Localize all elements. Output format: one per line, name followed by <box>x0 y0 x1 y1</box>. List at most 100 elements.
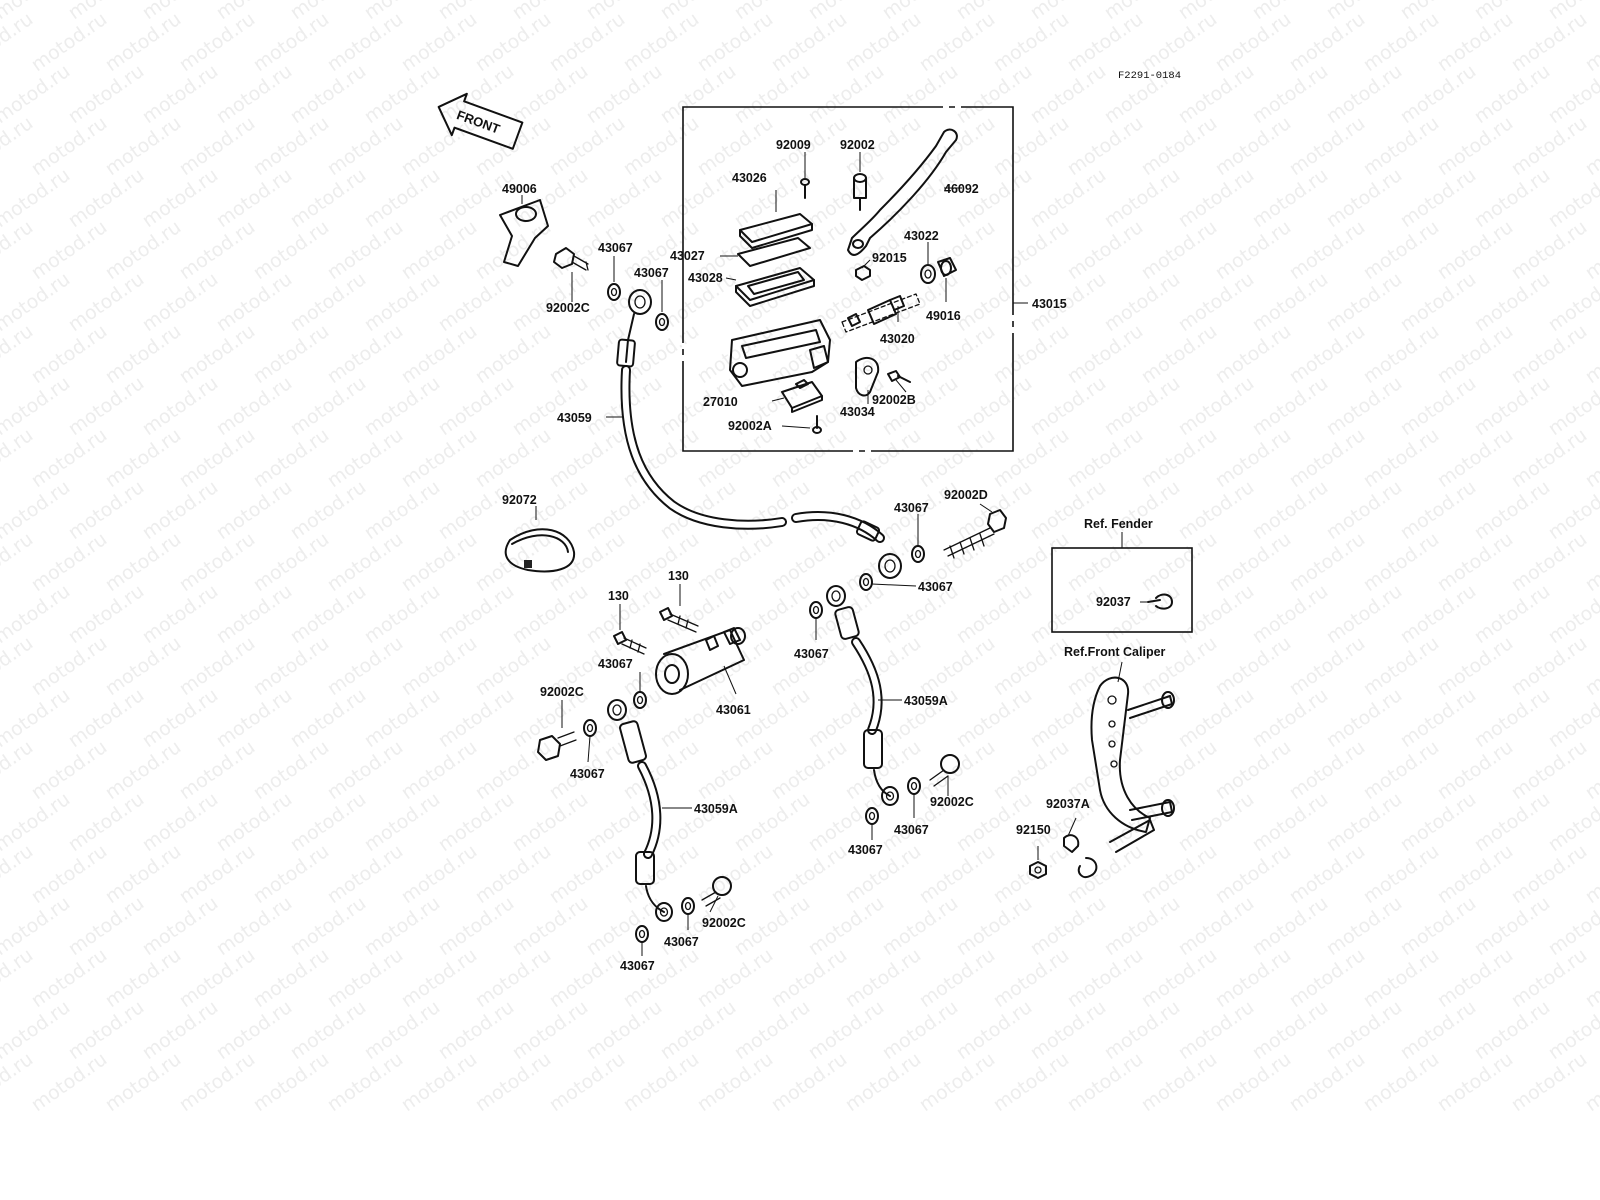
watermark-text: motod.ru <box>1100 372 1184 440</box>
part-43059-banjo-top <box>628 289 652 315</box>
label-ref-front-caliper: Ref.Front Caliper <box>1064 645 1166 659</box>
watermark-text: motod.ru <box>1211 944 1295 1012</box>
watermark-text: motod.ru <box>1322 476 1406 544</box>
watermark-text: motod.ru <box>27 840 111 908</box>
watermark-text: motod.ru <box>397 320 481 388</box>
watermark-text: motod.ru <box>619 1048 703 1116</box>
watermark-text: motod.ru <box>397 632 481 700</box>
watermark-text: motod.ru <box>545 8 629 76</box>
watermark-text: motod.ru <box>878 996 962 1064</box>
label-92002c-d: 92002C <box>702 916 746 930</box>
watermark-layer: motod.rumotod.rumotod.rumotod.rumotod.ru… <box>0 0 1600 1116</box>
watermark-text: motod.ru <box>286 580 370 648</box>
watermark-text: motod.ru <box>1174 268 1258 336</box>
watermark-text: motod.ru <box>360 268 444 336</box>
watermark-text: motod.ru <box>471 736 555 804</box>
watermark-text: motod.ru <box>1285 1048 1369 1116</box>
watermark-text: motod.ru <box>249 944 333 1012</box>
watermark-text: motod.ru <box>175 216 259 284</box>
watermark-text: motod.ru <box>175 528 259 596</box>
label-43067-j: 43067 <box>664 935 699 949</box>
watermark-text: motod.ru <box>1322 268 1406 336</box>
part-92002c-banjo-bolt-top <box>553 247 589 271</box>
watermark-text: motod.ru <box>582 996 666 1064</box>
watermark-text: motod.ru <box>323 424 407 492</box>
watermark-text: motod.ru <box>64 268 148 336</box>
watermark-text: motod.ru <box>1026 164 1110 232</box>
watermark-text: motod.ru <box>175 736 259 804</box>
watermark-text: motod.ru <box>1174 60 1258 128</box>
watermark-text: motod.ru <box>767 1048 851 1116</box>
watermark-text: motod.ru <box>1396 580 1480 648</box>
watermark-text: motod.ru <box>1211 840 1295 908</box>
label-43026: 43026 <box>732 171 767 185</box>
part-92002b-bolt <box>887 370 911 383</box>
part-92037-clip <box>1147 593 1173 610</box>
watermark-text: motod.ru <box>249 8 333 76</box>
part-front-caliper-bracket <box>1090 676 1175 853</box>
watermark-text: motod.ru <box>1433 8 1517 76</box>
watermark-text: motod.ru <box>323 632 407 700</box>
label-43020: 43020 <box>880 332 915 346</box>
watermark-text: motod.ru <box>1433 528 1517 596</box>
watermark-text: motod.ru <box>360 60 444 128</box>
part-43067-washer-top-right <box>655 313 669 331</box>
watermark-text: motod.ru <box>1507 112 1591 180</box>
watermark-text: motod.ru <box>545 112 629 180</box>
diagram-code: F2291-0184 <box>1118 70 1181 82</box>
watermark-text: motod.ru <box>286 788 370 856</box>
part-master-cylinder-body <box>729 319 831 387</box>
watermark-text: motod.ru <box>915 8 999 76</box>
watermark-text: motod.ru <box>915 840 999 908</box>
leader-lines <box>521 152 1148 956</box>
part-43061-joint <box>655 627 746 695</box>
watermark-text: motod.ru <box>1322 60 1406 128</box>
watermark-text: motod.ru <box>1470 60 1554 128</box>
watermark-text: motod.ru <box>212 164 296 232</box>
watermark-text: motod.ru <box>1507 320 1591 388</box>
watermark-text: motod.ru <box>1396 476 1480 544</box>
watermark-text: motod.ru <box>286 372 370 440</box>
watermark-text: motod.ru <box>471 320 555 388</box>
watermark-text: motod.ru <box>1026 684 1110 752</box>
watermark-text: motod.ru <box>64 580 148 648</box>
watermark-text: motod.ru <box>619 736 703 804</box>
watermark-text: motod.ru <box>397 424 481 492</box>
watermark-text: motod.ru <box>730 684 814 752</box>
label-43067-f: 43067 <box>794 647 829 661</box>
watermark-text: motod.ru <box>1211 112 1295 180</box>
watermark-text: motod.ru <box>989 8 1073 76</box>
watermark-text: motod.ru <box>693 112 777 180</box>
watermark-text: motod.ru <box>1248 164 1332 232</box>
watermark-text: motod.ru <box>27 320 111 388</box>
watermark-text: motod.ru <box>1063 840 1147 908</box>
watermark-text: motod.ru <box>804 892 888 960</box>
label-43059a-b: 43059A <box>694 802 738 816</box>
watermark-text: motod.ru <box>1507 424 1591 492</box>
watermark-text: motod.ru <box>1433 1048 1517 1116</box>
watermark-text: motod.ru <box>397 8 481 76</box>
watermark-text: motod.ru <box>101 632 185 700</box>
watermark-text: motod.ru <box>1507 840 1591 908</box>
watermark-text: motod.ru <box>1470 684 1554 752</box>
watermark-text: motod.ru <box>508 164 592 232</box>
label-43067-b: 43067 <box>634 266 669 280</box>
label-49016: 49016 <box>926 309 961 323</box>
watermark-text: motod.ru <box>545 840 629 908</box>
watermark-text: motod.ru <box>323 112 407 180</box>
watermark-text: motod.ru <box>471 944 555 1012</box>
watermark-text: motod.ru <box>1470 476 1554 544</box>
watermark-text: motod.ru <box>101 736 185 804</box>
watermark-text: motod.ru <box>804 268 888 336</box>
watermark-text: motod.ru <box>249 216 333 284</box>
watermark-text: motod.ru <box>656 996 740 1064</box>
watermark-text: motod.ru <box>27 736 111 804</box>
watermark-text: motod.ru <box>582 892 666 960</box>
watermark-text: motod.ru <box>64 60 148 128</box>
watermark-text: motod.ru <box>952 372 1036 440</box>
watermark-text: motod.ru <box>1359 528 1443 596</box>
watermark-text: motod.ru <box>1137 216 1221 284</box>
watermark-text: motod.ru <box>1285 736 1369 804</box>
watermark-text: motod.ru <box>471 424 555 492</box>
